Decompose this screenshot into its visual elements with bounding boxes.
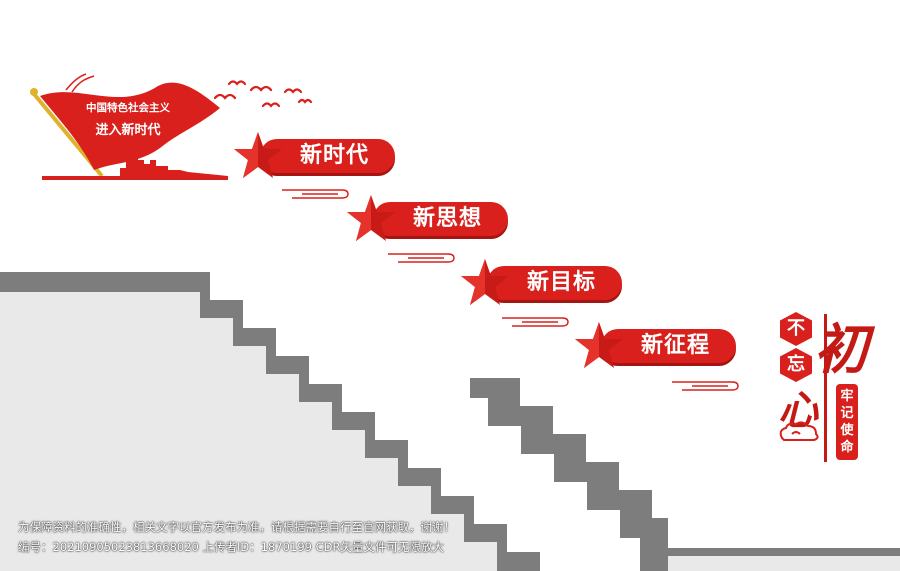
slogan-vertical-text: 牢记使命 — [836, 384, 858, 460]
great-wall — [42, 156, 228, 180]
flag-cloth — [40, 82, 220, 170]
star-icon — [234, 132, 282, 178]
stair-floor-light — [668, 556, 900, 571]
stair-outline — [0, 272, 540, 571]
disclaimer-text: 为保障资料的准确性，相关文字以官方发布为准，请根据需要自行至官网获取，谢谢！ — [18, 520, 455, 534]
flag-ribbon-2 — [71, 75, 95, 93]
birds-icon — [213, 80, 313, 108]
stair-wall — [0, 292, 497, 571]
flag-graphic — [30, 73, 228, 180]
file-info-text: 编号：20210905023813668020 上传者ID：1870199 CD… — [18, 540, 444, 554]
flagpole-tip — [30, 88, 38, 96]
star-icon — [347, 195, 395, 241]
slogan-big-char-1: 初 — [814, 317, 868, 381]
slogan-stroke-line — [824, 314, 827, 462]
step-new-goal: 新目标 — [487, 266, 622, 300]
star-icon — [575, 322, 623, 368]
step-new-journey: 新征程 — [601, 329, 736, 363]
step-label: 新目标 — [527, 270, 597, 295]
cloud-line-decoration — [388, 253, 455, 263]
flag-ribbon — [65, 73, 87, 91]
step-label: 新时代 — [300, 143, 370, 168]
cloud-line-decoration — [672, 381, 739, 391]
star-icon — [461, 259, 509, 305]
step-new-era: 新时代 — [260, 139, 395, 173]
flag-text-line2: 进入新时代 — [95, 123, 161, 138]
step-label: 新思想 — [413, 206, 483, 231]
step-new-thought: 新思想 — [373, 202, 508, 236]
cloud-line-decoration — [502, 317, 569, 327]
flag-text-line1: 中国特色社会主义 — [86, 102, 170, 114]
auspicious-cloud-icon — [779, 421, 819, 441]
stair-outline-right — [470, 378, 900, 571]
step-label: 新征程 — [641, 333, 711, 358]
cloud-line-decoration — [282, 189, 349, 199]
